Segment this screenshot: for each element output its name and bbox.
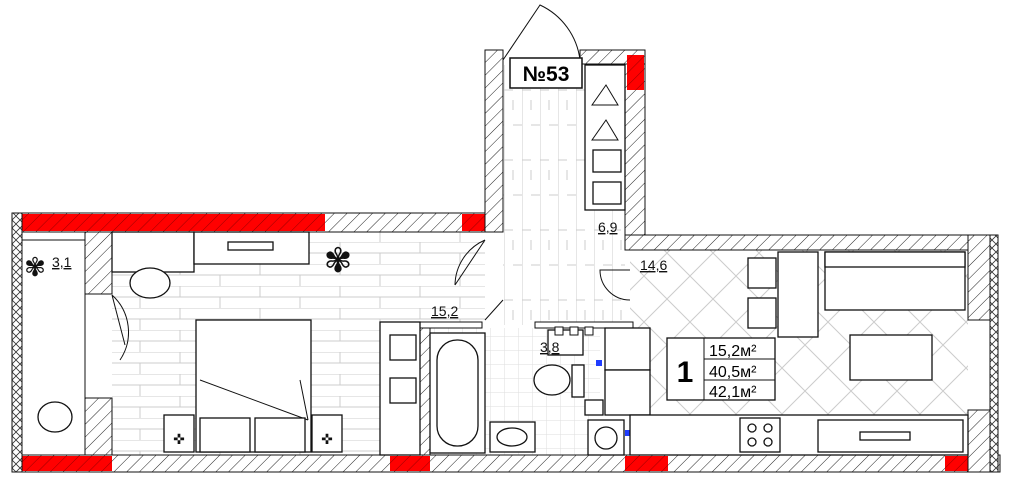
apartment-number-box: №53 <box>509 57 583 89</box>
living-area: 15,2м² <box>709 343 757 360</box>
bedroom-area-label: 15,2 <box>431 303 458 319</box>
total-area: 42,1м² <box>709 384 757 401</box>
bathroom-fixtures <box>429 326 631 456</box>
kitchen-furniture <box>604 251 969 456</box>
plant-icon: ✾ <box>24 252 46 282</box>
bathroom-area-label: 3,8 <box>540 339 560 355</box>
svg-text:✜: ✜ <box>321 431 333 447</box>
hall-furniture <box>584 64 626 211</box>
plant-icon: ✾ <box>324 242 353 280</box>
area-summary-table: 1 15,2м² 40,5м² 42,1м² <box>666 337 776 401</box>
total-area-no-balcony: 40,5м² <box>709 364 757 381</box>
rooms-count: 1 <box>677 356 694 389</box>
kitchen-area-label: 14,6 <box>640 257 667 273</box>
bedroom-furniture: ✜ ✜ ✾ ✾ <box>24 231 421 456</box>
doors <box>111 4 631 361</box>
hall-area-label: 6,9 <box>598 219 618 235</box>
svg-text:✜: ✜ <box>173 431 185 447</box>
balcony-area-label: 3,1 <box>52 254 72 270</box>
walls <box>11 49 1001 473</box>
apartment-number: №53 <box>523 63 570 86</box>
